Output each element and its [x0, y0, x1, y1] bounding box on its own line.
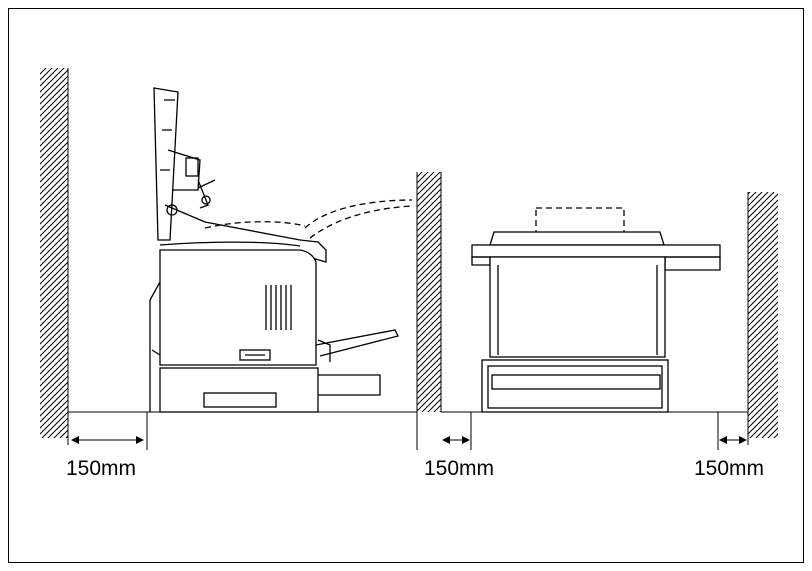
left-wall — [40, 68, 69, 445]
clearance-label-right: 150mm — [694, 457, 765, 480]
dimension-middle — [442, 412, 472, 450]
printer-side-view — [149, 87, 413, 413]
diagram-frame — [8, 8, 804, 563]
printer-front-view — [471, 207, 721, 413]
dimension-right — [717, 412, 747, 450]
middle-wall — [416, 172, 442, 450]
clearance-label-left: 150mm — [66, 457, 137, 480]
right-wall — [747, 192, 778, 445]
clearance-label-middle: 150mm — [424, 457, 495, 480]
dimension-left — [71, 412, 148, 450]
